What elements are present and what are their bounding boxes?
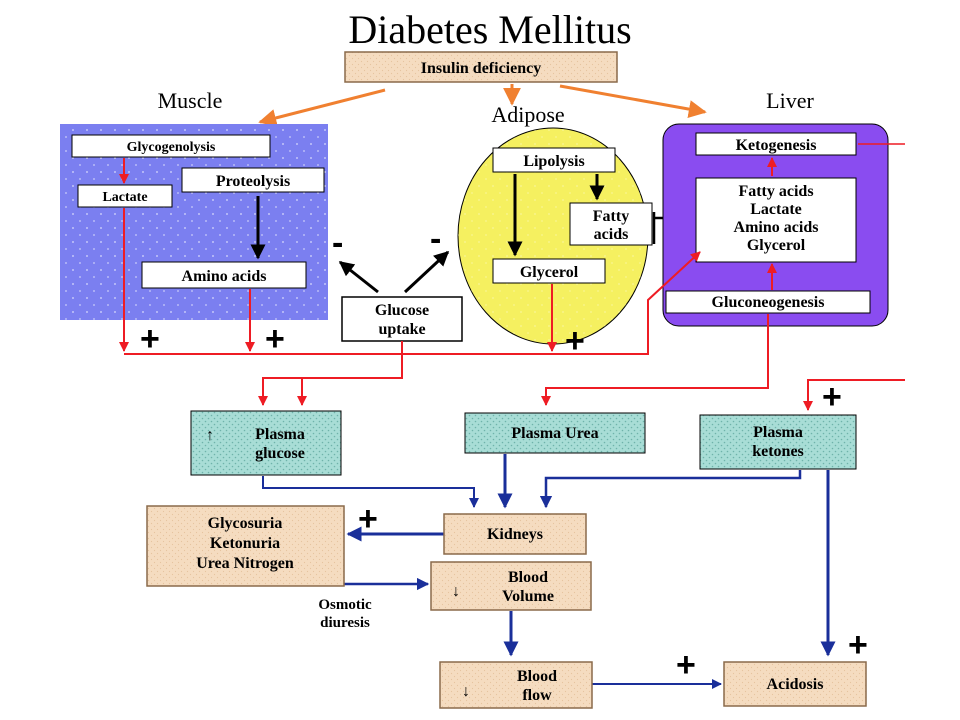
glycerol-label: Glycerol	[520, 264, 579, 281]
region-muscle-label: Muscle	[158, 88, 223, 113]
insulin-deficiency-box: Insulin deficiency	[344, 51, 618, 83]
lipolysis-box: Lipolysis	[492, 147, 616, 173]
urinary-loss-2: Ketonuria	[210, 535, 280, 552]
amino-acids-label: Amino acids	[182, 268, 267, 285]
plasma-ketones-line1: Plasma	[753, 424, 803, 441]
plus-acidosis-top: +	[848, 626, 868, 664]
glycogenolysis-label: Glycogenolysis	[127, 140, 216, 155]
ketones-to-kidneys	[539, 470, 802, 509]
lactate-label: Lactate	[102, 190, 147, 205]
lipolysis-label: Lipolysis	[523, 153, 584, 170]
glycogenolysis-box: Glycogenolysis	[71, 134, 271, 158]
liver-substrate-3: Amino acids	[734, 219, 819, 236]
glucose-to-kidneys	[262, 476, 479, 508]
fatty-acids-adipose-line1: Fatty	[593, 208, 629, 225]
ketogenesis-box: Ketogenesis	[695, 132, 857, 156]
arrow-uptake-adipose	[403, 250, 450, 294]
blood-flow-line2: flow	[522, 687, 552, 704]
ketogenesis-label: Ketogenesis	[736, 137, 817, 154]
red-flow-lines	[119, 208, 905, 411]
fatty-acids-adipose-box: Fatty acids	[569, 202, 653, 246]
kidneys-box: Kidneys	[443, 513, 587, 555]
minus-adipose: -	[430, 220, 441, 258]
blood-volume-line2: Volume	[502, 588, 554, 605]
plus-amino: +	[265, 320, 285, 358]
liver-substrate-1: Fatty acids	[738, 183, 813, 200]
osmotic-diuresis-line2: diuresis	[320, 615, 370, 631]
minus-muscle: -	[332, 224, 343, 262]
proteolysis-label: Proteolysis	[216, 173, 290, 190]
orange-arrows	[258, 84, 707, 127]
glucose-uptake-to-plasma	[258, 341, 403, 406]
plasma-urea-box: Plasma Urea	[464, 412, 646, 454]
glucose-uptake-box: Glucose uptake	[341, 296, 463, 342]
blue-flow-lines	[262, 454, 836, 689]
up-arrow-glyph: ↑	[206, 427, 214, 444]
plasma-ketones-box: Plasma ketones	[699, 414, 857, 470]
gluconeogenesis-label: Gluconeogenesis	[712, 294, 825, 311]
liver-substrate-4: Glycerol	[747, 237, 806, 254]
blood-volume-box: ↓ Blood Volume	[430, 561, 592, 611]
urinary-loss-1: Glycosuria	[208, 515, 283, 532]
proteolysis-box: Proteolysis	[181, 167, 325, 193]
blood-flow-line1: Blood	[517, 668, 557, 685]
blood-volume-line1: Blood	[508, 569, 548, 586]
plasma-glucose-line2: glucose	[255, 445, 305, 462]
adipose-ellipse	[457, 127, 649, 345]
plus-kidneys: +	[358, 500, 378, 538]
plasma-urea-label: Plasma Urea	[511, 425, 598, 442]
arrow-to-liver	[559, 84, 707, 118]
region-adipose-label: Adipose	[491, 102, 564, 127]
osmotic-diuresis-line1: Osmotic	[318, 597, 372, 613]
page-title: Diabetes Mellitus	[348, 7, 631, 52]
down-arrow-glyph-flow: ↓	[462, 683, 470, 700]
plus-ketones: +	[822, 378, 842, 416]
gluconeogenesis-to-plasma	[541, 314, 769, 406]
region-liver-label: Liver	[766, 88, 814, 113]
plus-lactate: +	[140, 320, 160, 358]
ketone-to-plasma	[803, 379, 905, 411]
muscle-to-liver-line	[124, 251, 701, 355]
plus-acidosis-left: +	[676, 646, 696, 684]
arrow-to-muscle	[258, 88, 386, 127]
plasma-glucose-box: ↑ Plasma glucose	[190, 410, 342, 476]
amino-acids-box: Amino acids	[141, 261, 307, 289]
liver-substrates-box: Fatty acids Lactate Amino acids Glycerol	[695, 177, 857, 263]
glycerol-box: Glycerol	[492, 258, 606, 284]
urinary-loss-3: Urea Nitrogen	[196, 555, 294, 572]
plasma-ketones-line2: ketones	[752, 443, 804, 460]
plus-glycerol: +	[565, 322, 585, 360]
down-arrow-glyph-volume: ↓	[452, 583, 460, 600]
acidosis-label: Acidosis	[767, 676, 824, 693]
blood-flow-box: ↓ Blood flow	[439, 661, 593, 709]
urinary-losses-box: Glycosuria Ketonuria Urea Nitrogen	[146, 505, 345, 587]
arrow-uptake-muscle	[338, 260, 379, 294]
acidosis-box: Acidosis	[723, 661, 867, 707]
plasma-glucose-line1: Plasma	[255, 426, 305, 443]
insulin-deficiency-label: Insulin deficiency	[421, 60, 541, 77]
glucose-uptake-line1: Glucose	[375, 302, 429, 319]
gluconeogenesis-box: Gluconeogenesis	[665, 290, 871, 314]
liver-substrate-2: Lactate	[750, 201, 802, 218]
glucose-uptake-line2: uptake	[378, 321, 425, 338]
kidneys-label: Kidneys	[487, 526, 543, 543]
lactate-box: Lactate	[77, 184, 173, 208]
fatty-acids-adipose-line2: acids	[594, 226, 629, 243]
